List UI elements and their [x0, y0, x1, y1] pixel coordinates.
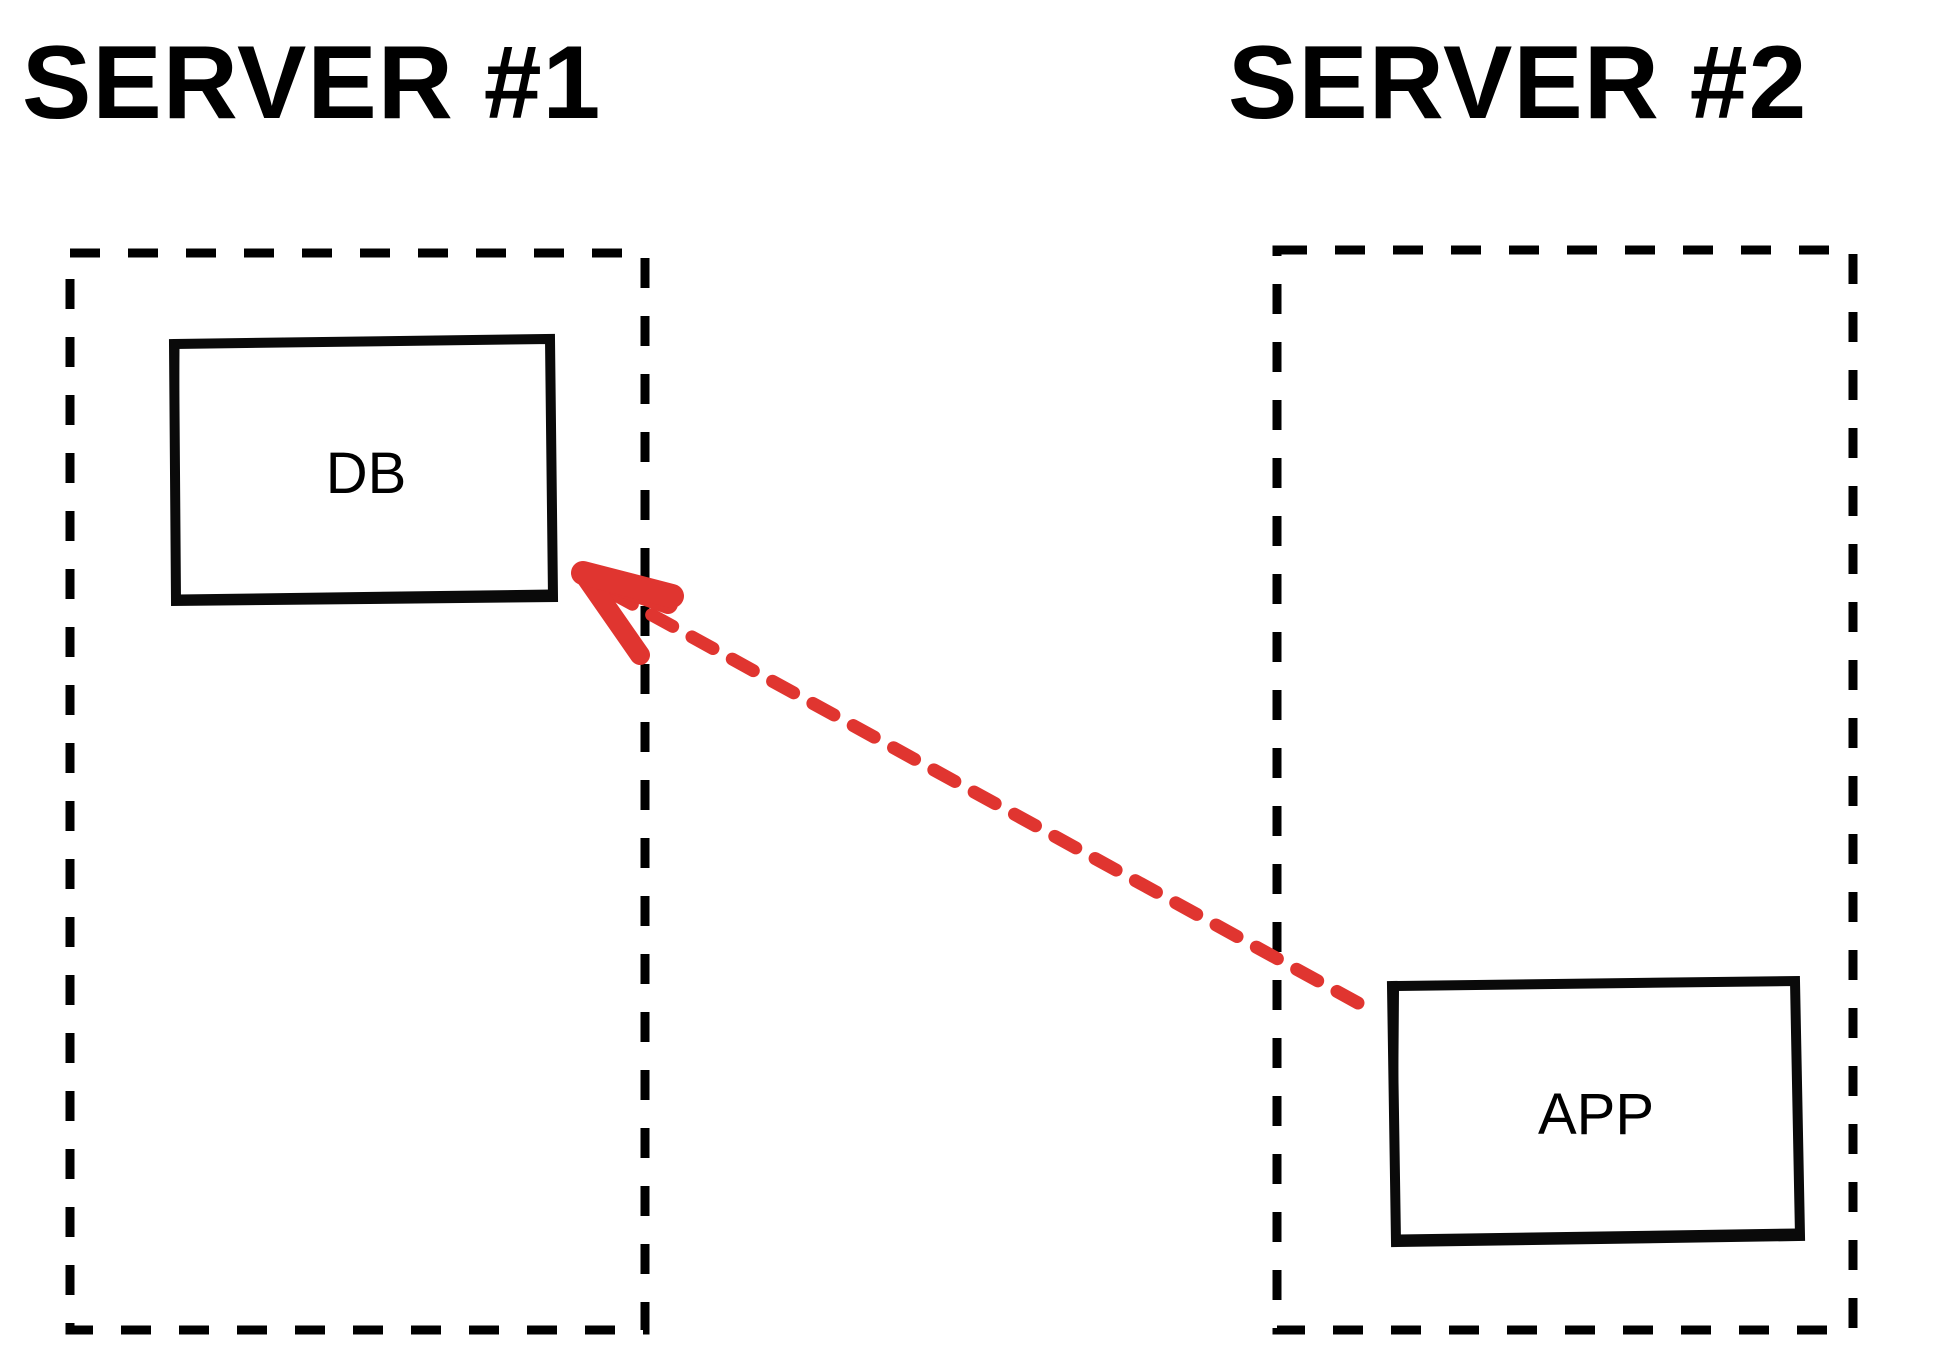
- connection-dashed-line: [605, 586, 1365, 1010]
- server-1-boundary: [65, 248, 650, 1335]
- server-2-title: SERVER #2: [1228, 25, 1807, 141]
- connection-app-to-db[interactable]: [571, 561, 1365, 1010]
- app-box-sketch-left: [1391, 987, 1399, 1243]
- db-label: DB: [326, 441, 407, 506]
- app-label: APP: [1538, 1082, 1654, 1147]
- db-node[interactable]: DB: [168, 333, 559, 607]
- arrowhead-upper-flange: [571, 561, 684, 608]
- db-box-sketch-bottom: [175, 589, 555, 600]
- server-2-boundary: [1272, 245, 1858, 1335]
- db-box-sketch-left: [172, 345, 180, 599]
- app-node[interactable]: APP: [1386, 975, 1806, 1248]
- app-box-sketch-bottom: [1395, 1228, 1801, 1240]
- server-1-title: SERVER #1: [22, 25, 601, 141]
